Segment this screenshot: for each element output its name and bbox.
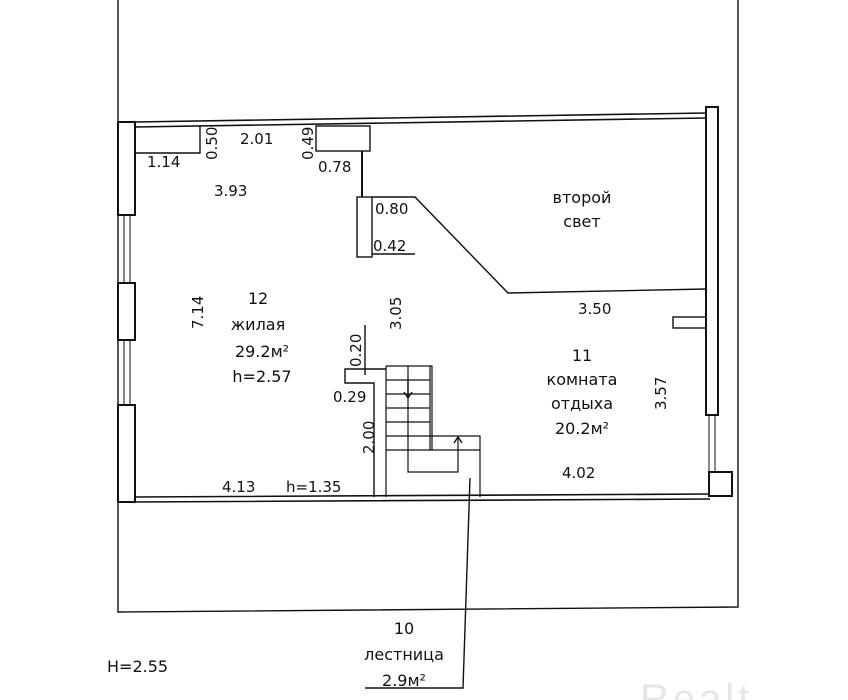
dim-3-05: 3.05: [387, 297, 405, 330]
watermark: Realt: [640, 677, 753, 700]
second-light-label: второй свет: [553, 188, 612, 231]
svg-text:лестница: лестница: [364, 645, 444, 664]
dim-4-13: 4.13: [222, 478, 255, 496]
closet-right: [315, 125, 371, 152]
room-12-label: 12 жилая 29.2м² h=2.57: [231, 289, 292, 386]
outer-frame: [117, 0, 739, 613]
svg-text:2.9м²: 2.9м²: [382, 671, 426, 690]
svg-text:комната: комната: [547, 370, 618, 389]
dim-0-29: 0.29: [333, 388, 366, 406]
pillar: [356, 196, 373, 258]
right-pillar: [708, 471, 733, 497]
svg-text:12: 12: [248, 289, 268, 308]
dim-2-00: 2.00: [360, 421, 378, 454]
bottom-wall: [134, 493, 711, 503]
dim-0-50: 0.50: [203, 127, 221, 160]
dim-0-49: 0.49: [299, 127, 317, 160]
top-wall: [134, 112, 707, 128]
dim-2-01: 2.01: [240, 130, 273, 148]
svg-text:20.2м²: 20.2м²: [555, 419, 609, 438]
svg-text:свет: свет: [563, 212, 600, 231]
arrow-down-icon: [403, 380, 413, 400]
svg-text:второй: второй: [553, 188, 612, 207]
svg-text:жилая: жилая: [231, 315, 285, 334]
dim-7-14: 7.14: [189, 296, 207, 329]
dim-3-50: 3.50: [578, 300, 611, 318]
stair-wall: [344, 368, 386, 497]
second-light-boundary: [372, 196, 707, 294]
right-window: [708, 415, 716, 473]
svg-text:29.2м²: 29.2м²: [235, 342, 289, 361]
svg-text:отдыха: отдыха: [551, 394, 613, 413]
dim-0-42: 0.42: [373, 237, 406, 255]
svg-text:11: 11: [572, 346, 592, 365]
dim-h-1-35: h=1.35: [286, 478, 341, 496]
svg-text:h=2.57: h=2.57: [232, 367, 291, 386]
dim-3-57: 3.57: [652, 377, 670, 410]
dim-1-14: 1.14: [147, 153, 180, 171]
room-11-label: 11 комната отдыха 20.2м²: [547, 346, 618, 438]
dim-0-80: 0.80: [375, 200, 408, 218]
left-wall: [117, 121, 136, 503]
arrow-up-icon: [453, 435, 463, 444]
left-windows: [123, 215, 131, 405]
room-10-label: 10 лестница 2.9м²: [364, 619, 444, 690]
staircase: [385, 365, 481, 497]
overall-height: H=2.55: [107, 657, 168, 676]
right-niche: [672, 316, 707, 329]
dim-0-78: 0.78: [318, 158, 351, 176]
dim-4-02: 4.02: [562, 464, 595, 482]
closet-left: [135, 126, 201, 154]
svg-text:10: 10: [394, 619, 414, 638]
dim-0-20: 0.20: [347, 334, 365, 367]
dim-3-93: 3.93: [214, 182, 247, 200]
stair-leader-line: [365, 477, 471, 689]
right-wall: [705, 106, 719, 416]
